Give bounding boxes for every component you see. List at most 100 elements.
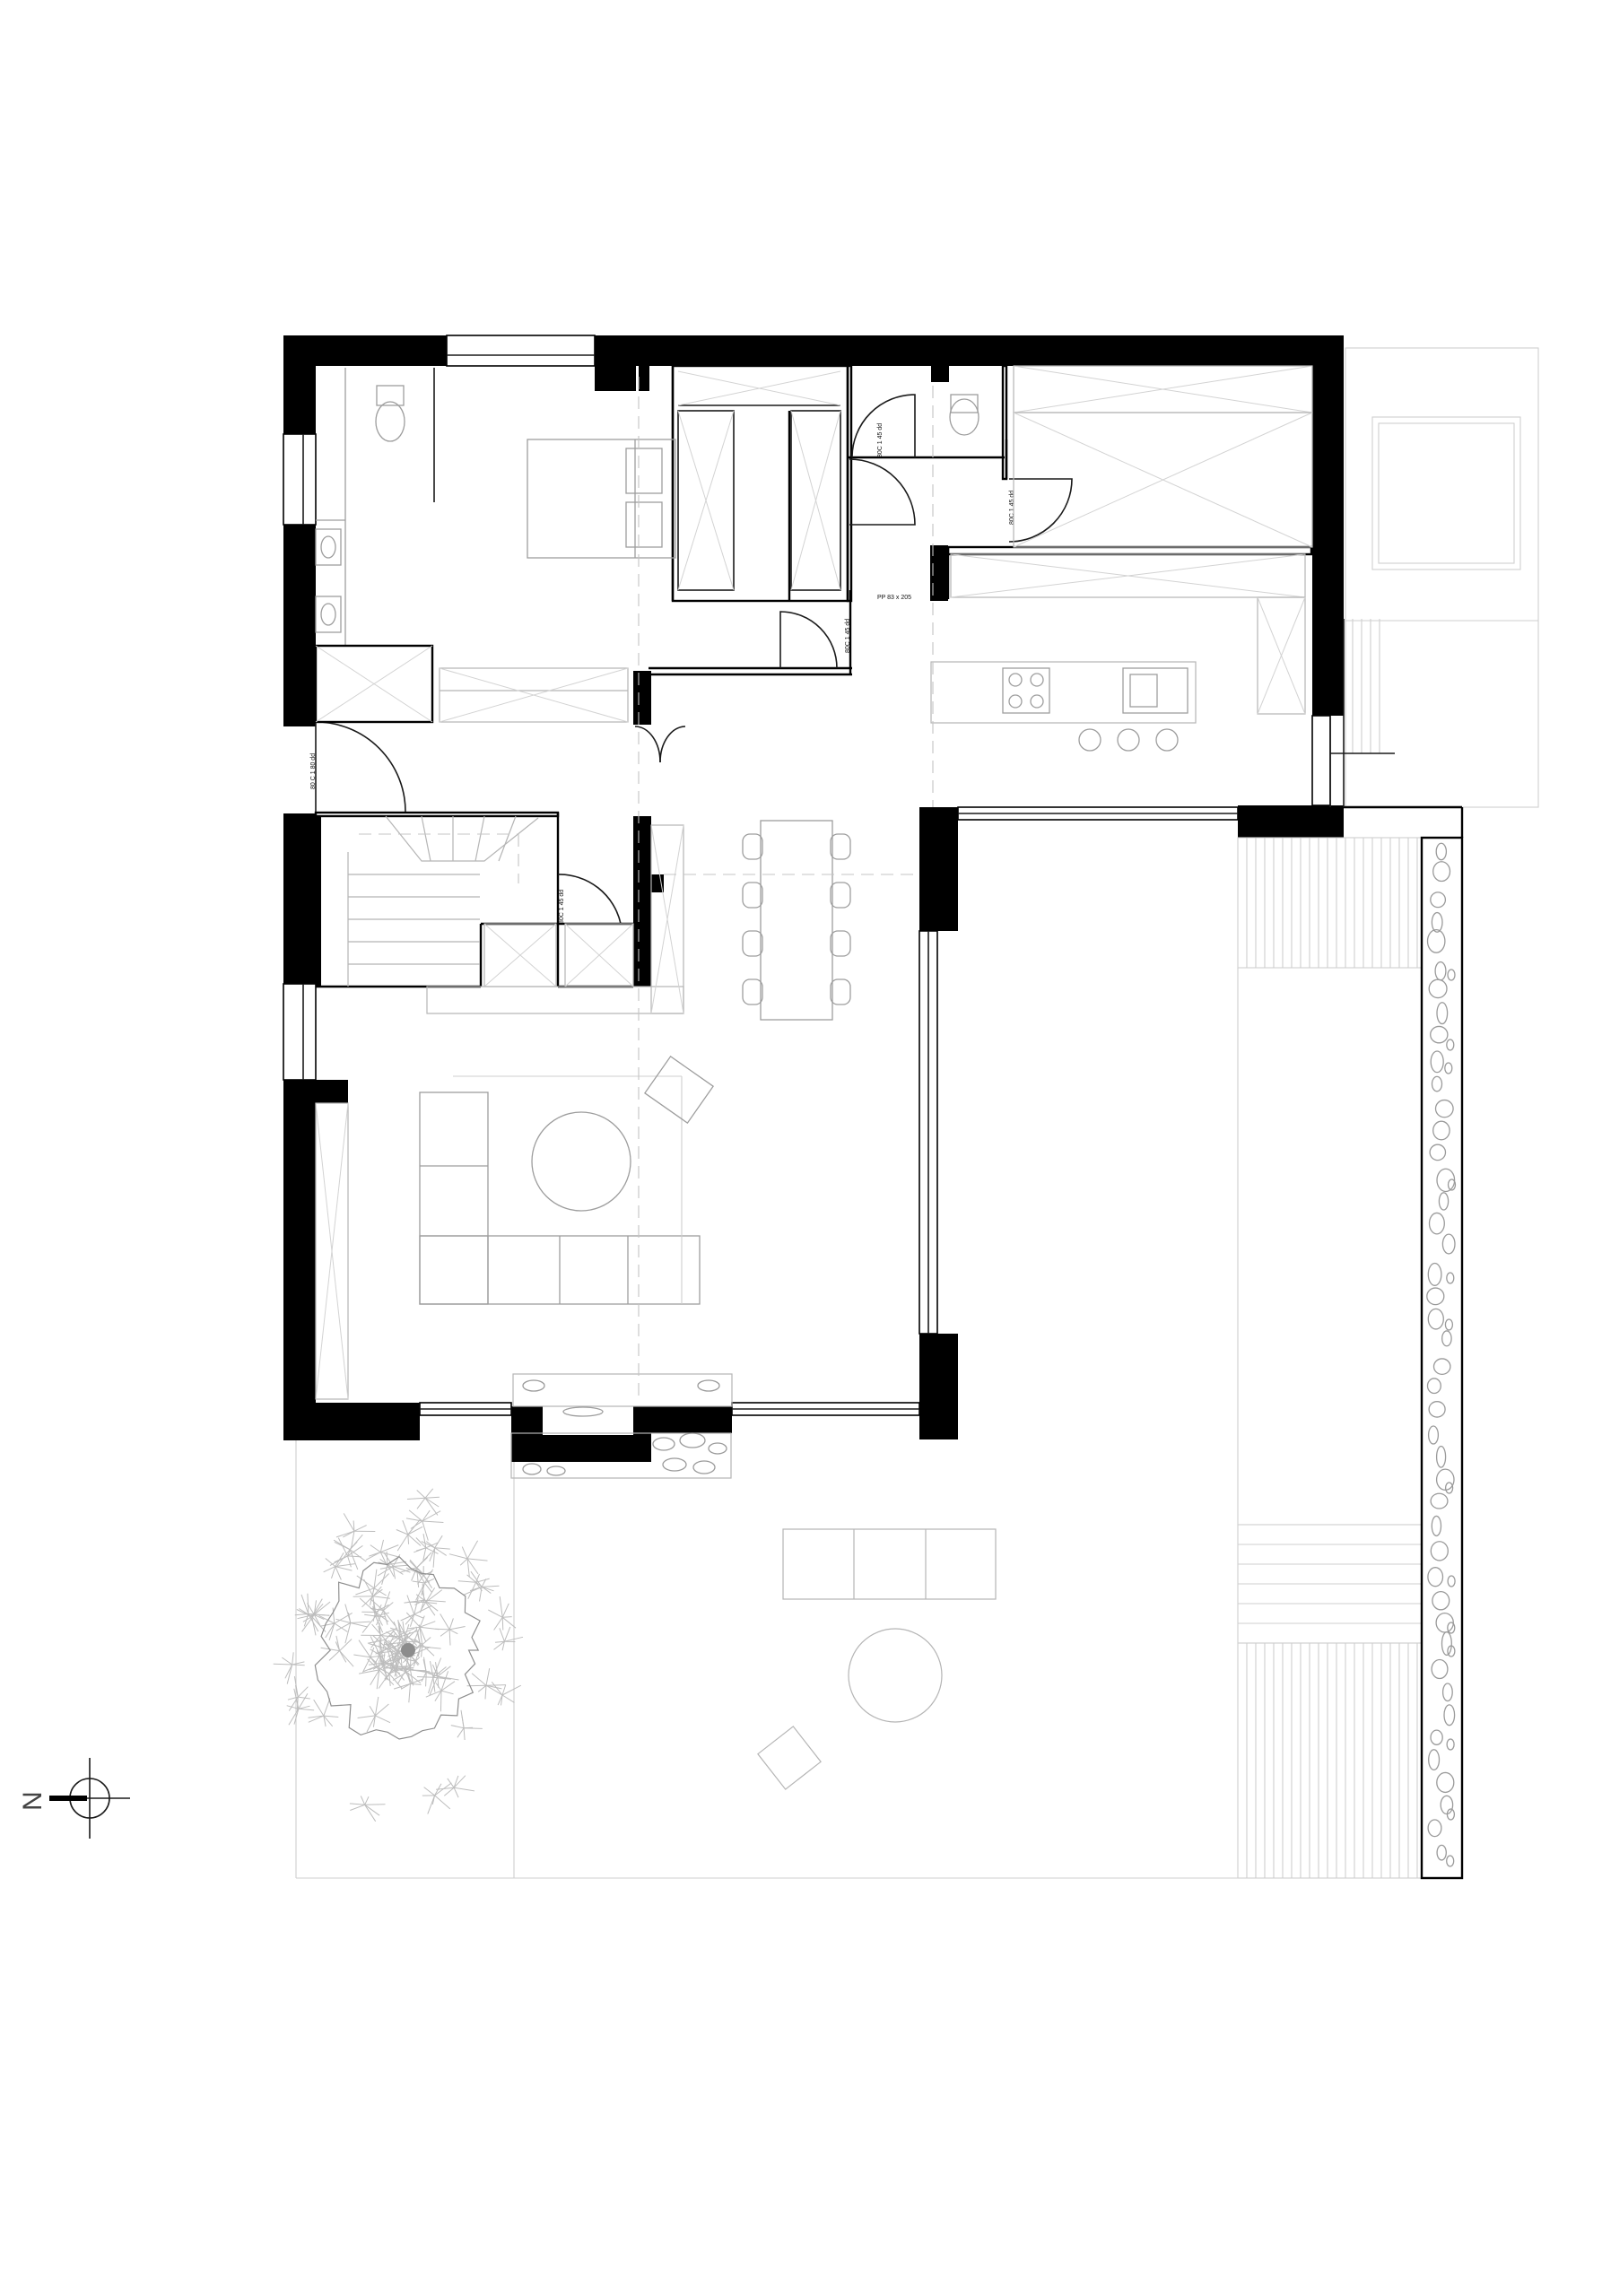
stone xyxy=(1434,1099,1454,1118)
stone xyxy=(1447,1178,1457,1191)
stone xyxy=(1432,861,1451,883)
dashed-axes xyxy=(638,377,934,1399)
north-letter: N xyxy=(18,1791,48,1811)
living-room xyxy=(315,1055,733,1479)
terrace xyxy=(757,837,1423,1879)
stone xyxy=(1441,1330,1452,1347)
stone xyxy=(1427,1308,1444,1330)
leaf-cluster xyxy=(335,1604,370,1644)
door-label: 80C 1 45 dd xyxy=(1009,491,1015,525)
dining-table xyxy=(742,820,851,1021)
leaf-cluster xyxy=(359,1658,395,1690)
stone xyxy=(1429,1144,1447,1161)
stone xyxy=(1430,1541,1449,1561)
leaf-cluster xyxy=(355,1569,389,1605)
staircase xyxy=(347,815,684,1014)
leaf-cluster xyxy=(296,1598,326,1636)
stone xyxy=(1430,1025,1449,1044)
leaf-cluster xyxy=(428,1662,459,1696)
stone xyxy=(1426,1378,1441,1395)
stone xyxy=(1430,1729,1443,1745)
stone xyxy=(1447,1645,1456,1657)
leaf-cluster xyxy=(422,1782,452,1814)
stone xyxy=(1428,1749,1441,1771)
stone xyxy=(1428,1212,1445,1235)
leaf-cluster xyxy=(323,1552,355,1580)
stone xyxy=(1432,1358,1451,1375)
north-arrow: N xyxy=(18,1758,130,1839)
stone xyxy=(1441,1683,1453,1702)
stone xyxy=(1436,1002,1449,1025)
leaf-cluster xyxy=(466,1668,507,1700)
leaf-cluster xyxy=(400,1595,432,1627)
leaf-cluster xyxy=(406,1488,440,1516)
leaf-cluster xyxy=(286,1688,315,1726)
leaf-cluster xyxy=(387,1619,418,1649)
leaf-cluster xyxy=(333,1534,367,1570)
stone xyxy=(1434,961,1447,981)
bedroom-furniture xyxy=(314,365,1313,724)
site-boundary xyxy=(295,347,1539,1879)
leaf-cluster xyxy=(416,1657,451,1694)
stone xyxy=(1431,911,1443,933)
leaf-cluster xyxy=(486,1681,522,1706)
doors: 80 C 1 80 dd 80C 1 45 dd 80C 1 45 dd 80C… xyxy=(310,394,1073,925)
stone xyxy=(1447,1575,1456,1587)
stone xyxy=(1432,1590,1450,1611)
leaf-cluster xyxy=(412,1569,435,1601)
stone xyxy=(1444,1318,1454,1331)
stone xyxy=(1435,842,1448,861)
exterior-walls xyxy=(283,335,1344,1462)
stone xyxy=(1426,928,1446,953)
stone xyxy=(1440,1795,1454,1815)
stone xyxy=(1427,1425,1440,1445)
stone xyxy=(1430,891,1447,909)
stone xyxy=(1431,1075,1443,1092)
stone xyxy=(1436,1771,1455,1794)
leaf-cluster xyxy=(393,1667,424,1703)
stone xyxy=(1436,1844,1447,1861)
leaf-cluster xyxy=(435,1613,466,1646)
stone xyxy=(1431,1515,1442,1537)
stone xyxy=(1436,1168,1456,1193)
leaf-cluster xyxy=(407,1587,443,1616)
stone xyxy=(1444,1482,1454,1494)
leaf-cluster xyxy=(367,1623,396,1656)
tree-trunk xyxy=(401,1643,415,1657)
stone xyxy=(1441,1233,1456,1255)
entry-steps xyxy=(1329,619,1395,807)
leaf-cluster xyxy=(320,1635,354,1667)
door-label: 80 C 1 80 dd xyxy=(310,753,317,789)
leaf-cluster xyxy=(368,1645,403,1681)
stone xyxy=(1444,1062,1453,1074)
leaf-cluster xyxy=(405,1612,440,1646)
stone xyxy=(1438,1192,1450,1211)
stone xyxy=(1431,1658,1449,1680)
stone xyxy=(1447,1622,1456,1634)
leaf-cluster xyxy=(318,1607,353,1641)
stones xyxy=(1426,842,1457,1867)
leaf-cluster xyxy=(369,1631,408,1667)
leaf-cluster xyxy=(335,1513,376,1548)
stone xyxy=(1446,1039,1455,1051)
stone xyxy=(1446,1855,1455,1867)
leaf-cluster xyxy=(450,1709,483,1741)
leaf-cluster xyxy=(493,1626,524,1651)
leaf-cluster xyxy=(457,1573,492,1599)
leaf-cluster xyxy=(308,1698,339,1727)
stone xyxy=(1443,1704,1456,1726)
leaf-cluster xyxy=(409,1626,441,1667)
leaf-cluster xyxy=(448,1540,488,1577)
stone xyxy=(1430,1492,1449,1509)
leaf-cluster xyxy=(370,1591,396,1626)
stone xyxy=(1427,1567,1444,1587)
deck-slats xyxy=(1237,838,1422,1878)
canopy-outline xyxy=(314,1555,481,1740)
stone-retaining-wall xyxy=(1344,805,1464,1880)
leaf-cluster xyxy=(365,1539,400,1568)
leaf-cluster xyxy=(273,1652,305,1684)
stone xyxy=(1432,1120,1450,1141)
leaf-cluster xyxy=(361,1604,390,1633)
leaf-cluster xyxy=(414,1534,439,1561)
